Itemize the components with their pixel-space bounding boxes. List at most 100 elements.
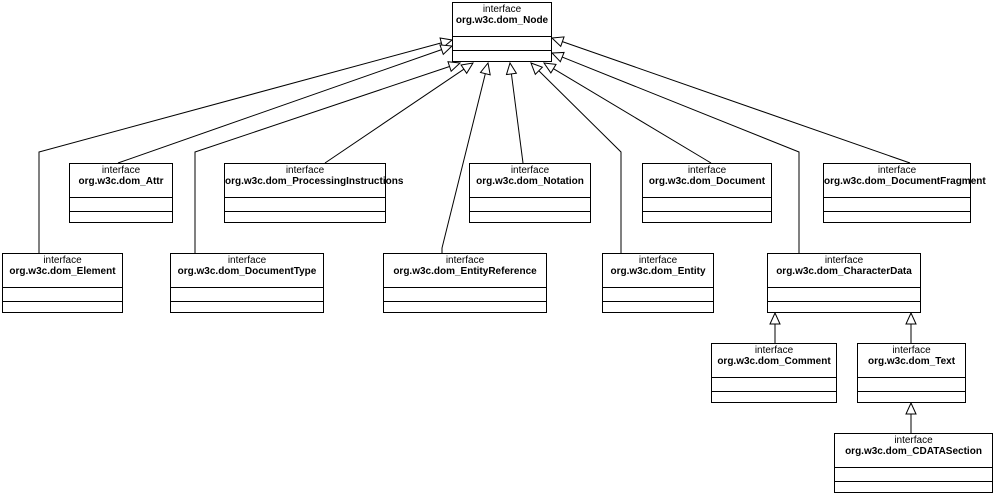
class-text[interactable]: interface org.w3c.dom_Text — [857, 343, 966, 403]
class-character-data[interactable]: interface org.w3c.dom_CharacterData — [767, 253, 921, 313]
class-document-type[interactable]: interface org.w3c.dom_DocumentType — [170, 253, 324, 313]
attributes-compartment-divider — [470, 197, 590, 198]
class-name: org.w3c.dom_Document — [648, 176, 766, 187]
attributes-compartment-divider — [858, 377, 965, 378]
stereotype-label: interface — [894, 435, 933, 446]
operations-compartment-divider — [384, 301, 546, 302]
class-name: org.w3c.dom_Text — [867, 356, 956, 367]
operations-compartment-divider — [643, 211, 771, 212]
class-name: org.w3c.dom_EntityReference — [393, 266, 537, 277]
class-name: org.w3c.dom_Element — [9, 266, 116, 277]
edge-line — [324, 68, 465, 164]
generalization-arrowhead-icon — [905, 311, 917, 325]
class-entity[interactable]: interface org.w3c.dom_Entity — [602, 253, 714, 313]
stereotype-label: interface — [43, 255, 82, 266]
class-node[interactable]: interface org.w3c.dom_Node — [452, 2, 552, 62]
edge-line — [117, 49, 442, 164]
attributes-compartment-divider — [171, 287, 323, 288]
class-name: org.w3c.dom_Entity — [610, 266, 706, 277]
generalization-arrowhead-icon — [550, 51, 565, 63]
generalization-arrowhead-icon — [530, 62, 544, 76]
attributes-compartment-divider — [453, 36, 551, 37]
stereotype-label: interface — [687, 165, 727, 176]
edge-line — [441, 73, 486, 253]
class-comment[interactable]: interface org.w3c.dom_Comment — [711, 343, 837, 403]
inheritance-edge-chardata-to-node — [550, 51, 800, 253]
class-cdata-section[interactable]: interface org.w3c.dom_CDATASection — [834, 433, 993, 493]
class-name: org.w3c.dom_CharacterData — [776, 266, 912, 277]
inheritance-edge-docfrag-to-node — [550, 36, 911, 164]
class-name: org.w3c.dom_Comment — [717, 356, 831, 367]
attributes-compartment-divider — [225, 197, 385, 198]
edge-line — [553, 68, 712, 164]
class-document-fragment[interactable]: interface org.w3c.dom_DocumentFragment — [823, 163, 986, 223]
edge-line — [562, 56, 800, 253]
stereotype-label: interface — [101, 165, 141, 176]
generalization-arrowhead-icon — [905, 401, 917, 415]
operations-compartment-divider — [835, 481, 992, 482]
class-attr[interactable]: interface org.w3c.dom_Attr — [69, 163, 173, 223]
inheritance-edge-attr-to-node — [117, 44, 454, 164]
generalization-arrowhead-icon — [479, 61, 491, 76]
inheritance-edge-notation-to-node — [505, 61, 524, 164]
inheritance-edge-entref-to-node — [441, 61, 491, 253]
inheritance-edge-entity-to-node — [530, 62, 622, 253]
class-name: org.w3c.dom_CDATASection — [845, 446, 982, 457]
operations-compartment-divider — [824, 211, 970, 212]
stereotype-label: interface — [285, 165, 325, 176]
operations-compartment-divider — [768, 301, 920, 302]
generalization-arrowhead-icon — [447, 61, 462, 73]
class-notation[interactable]: interface org.w3c.dom_Notation — [469, 163, 591, 223]
stereotype-label: interface — [877, 165, 917, 176]
inheritance-edge-document-to-node — [542, 62, 712, 164]
operations-compartment-divider — [3, 301, 122, 302]
edge-line — [538, 70, 622, 253]
class-element[interactable]: interface org.w3c.dom_Element — [2, 253, 123, 313]
stereotype-label: interface — [754, 345, 794, 356]
generalization-arrowhead-icon — [460, 62, 475, 75]
operations-compartment-divider — [470, 211, 590, 212]
class-name: org.w3c.dom_Node — [455, 15, 549, 26]
operations-compartment-divider — [712, 391, 836, 392]
inheritance-edge-doctype-to-node — [194, 61, 462, 253]
generalization-arrowhead-icon — [550, 36, 565, 48]
operations-compartment-divider — [858, 391, 965, 392]
generalization-arrowhead-icon — [542, 62, 557, 74]
operations-compartment-divider — [225, 211, 385, 212]
generalization-arrowhead-icon — [769, 311, 781, 325]
stereotype-label: interface — [892, 345, 931, 356]
class-entity-reference[interactable]: interface org.w3c.dom_EntityReference — [383, 253, 547, 313]
stereotype-label: interface — [482, 4, 522, 15]
stereotype-label: interface — [445, 255, 485, 266]
attributes-compartment-divider — [70, 197, 172, 198]
stereotype-label: interface — [227, 255, 267, 266]
class-name: org.w3c.dom_DocumentType — [177, 266, 317, 277]
attributes-compartment-divider — [824, 197, 970, 198]
class-name: org.w3c.dom_DocumentFragment — [824, 176, 986, 187]
operations-compartment-divider — [171, 301, 323, 302]
generalization-arrowhead-icon — [505, 61, 518, 76]
operations-compartment-divider — [603, 301, 713, 302]
class-name: org.w3c.dom_Notation — [476, 176, 584, 187]
attributes-compartment-divider — [712, 377, 836, 378]
generalization-arrowhead-icon — [439, 44, 454, 56]
attributes-compartment-divider — [835, 467, 992, 468]
operations-compartment-divider — [453, 50, 551, 51]
stereotype-label: interface — [824, 255, 864, 266]
attributes-compartment-divider — [384, 287, 546, 288]
edge-line — [510, 73, 524, 164]
class-name: org.w3c.dom_Attr — [78, 176, 164, 187]
class-name: org.w3c.dom_ProcessingInstructions — [225, 176, 404, 187]
attributes-compartment-divider — [643, 197, 771, 198]
class-processing-instructions[interactable]: interface org.w3c.dom_ProcessingInstruct… — [224, 163, 404, 223]
inheritance-edge-pi-to-node — [324, 62, 475, 164]
class-document[interactable]: interface org.w3c.dom_Document — [642, 163, 772, 223]
attributes-compartment-divider — [768, 287, 920, 288]
edge-line — [562, 41, 911, 164]
attributes-compartment-divider — [3, 287, 122, 288]
inheritance-edge-cdata-to-text — [905, 401, 917, 433]
attributes-compartment-divider — [603, 287, 713, 288]
edge-line — [38, 42, 442, 253]
